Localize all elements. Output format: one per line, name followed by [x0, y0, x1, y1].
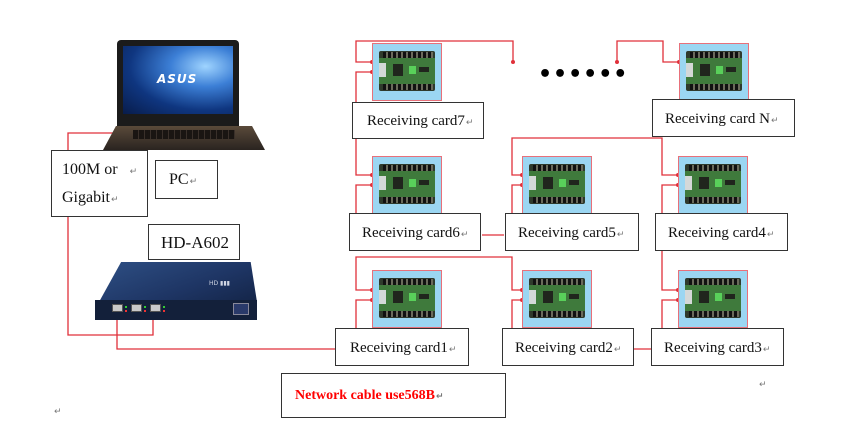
network-speed-line1: 100M or — [62, 161, 118, 178]
wire-to-cardN — [616, 40, 679, 63]
pcb-icon — [686, 51, 742, 91]
pcb-icon — [685, 278, 741, 318]
led-icon — [163, 310, 165, 312]
receiving-cardN-label: Receiving card N — [665, 111, 770, 127]
receiving-card2-label-box: Receiving card2↵ — [502, 328, 634, 366]
receiving-card5-label-box: Receiving card5↵ — [505, 213, 639, 251]
wire-pc-to-controller — [67, 132, 154, 336]
ethernet-port-icon — [112, 304, 123, 312]
receiving-card4-image — [678, 156, 748, 214]
receiving-card4-label-box: Receiving card4↵ — [655, 213, 788, 251]
paragraph-mark: ↵ — [54, 407, 62, 417]
receiving-card1-label: Receiving card1 — [350, 340, 448, 356]
wire-card4-input — [661, 184, 678, 214]
laptop-lid: ASUS — [117, 40, 239, 126]
controller-housing — [99, 262, 257, 302]
wire-card1-input — [355, 299, 372, 329]
cable-note-text: Network cable use568B — [295, 388, 435, 403]
receiving-card5-label: Receiving card5 — [518, 225, 616, 241]
receiving-card7-label-box: Receiving card7↵ — [352, 102, 484, 139]
controller-model-box: HD-A602 — [148, 224, 240, 260]
led-icon — [125, 306, 127, 308]
receiving-card7-image — [372, 43, 442, 101]
receiving-card1-image — [372, 270, 442, 328]
led-icon — [125, 310, 127, 312]
receiving-cardN-label-box: Receiving card N↵ — [652, 99, 795, 137]
receiving-card3-label: Receiving card3 — [664, 340, 762, 356]
receiving-card2-image — [522, 270, 592, 328]
laptop-screen: ASUS — [123, 46, 233, 114]
network-speed-line2: Gigabit — [62, 189, 110, 206]
pcb-icon — [529, 278, 585, 318]
wire-card6-to-card7 — [355, 138, 372, 176]
led-icon — [144, 310, 146, 312]
wire-card3-to-card4 — [661, 251, 678, 291]
ethernet-port-icon — [150, 304, 161, 312]
pcb-icon — [379, 278, 435, 318]
receiving-card1-label-box: Receiving card1↵ — [335, 328, 469, 366]
led-icon — [144, 306, 146, 308]
pcb-icon — [685, 164, 741, 204]
wire-card7-input — [355, 71, 372, 104]
controller-device-image: HD ▮▮▮ — [93, 262, 263, 324]
connector-dot — [615, 60, 619, 64]
pcb-icon — [379, 164, 435, 204]
receiving-card4-label: Receiving card4 — [668, 225, 766, 241]
usb-port-icon — [233, 303, 249, 315]
controller-model-label: HD-A602 — [161, 233, 229, 252]
receiving-card3-image — [678, 270, 748, 328]
receiving-card6-label-box: Receiving card6↵ — [349, 213, 481, 251]
laptop-keyboard — [133, 130, 235, 139]
led-icon — [163, 306, 165, 308]
wire-card6-input — [355, 184, 372, 214]
connector-dot — [511, 60, 515, 64]
wire-card2-input — [511, 299, 522, 329]
wire-controller-to-card1 — [116, 313, 338, 350]
controller-brand-text: HD ▮▮▮ — [209, 280, 230, 287]
cable-note-box: Network cable use568B↵ — [281, 373, 506, 418]
pcb-icon — [529, 164, 585, 204]
wire-card5-input — [511, 184, 522, 214]
wire-card1-to-card2 — [355, 256, 522, 291]
network-speed-label-box: 100M or ↵ Gigabit↵ — [51, 150, 148, 217]
receiving-card6-image — [372, 156, 442, 214]
receiving-card3-label-box: Receiving card3↵ — [651, 328, 784, 366]
pc-label-box: PC↵ — [155, 160, 218, 199]
laptop-brand-logo: ASUS — [157, 72, 198, 86]
wire-card3-input — [661, 299, 678, 329]
wire-card4-to-card5 — [511, 137, 678, 176]
receiving-card5-image — [522, 156, 592, 214]
pcb-icon — [379, 51, 435, 91]
laptop-pc-image: ASUS — [103, 40, 265, 152]
receiving-card7-label: Receiving card7 — [367, 113, 465, 129]
receiving-card2-label: Receiving card2 — [515, 340, 613, 356]
paragraph-mark: ↵ — [759, 380, 767, 390]
wire-card7-out — [355, 40, 514, 63]
ethernet-port-icon — [131, 304, 142, 312]
pc-label: PC — [169, 171, 189, 188]
receiving-card6-label: Receiving card6 — [362, 225, 460, 241]
more-cards-ellipsis: •••••• — [538, 62, 629, 87]
receiving-cardN-image — [679, 43, 749, 101]
